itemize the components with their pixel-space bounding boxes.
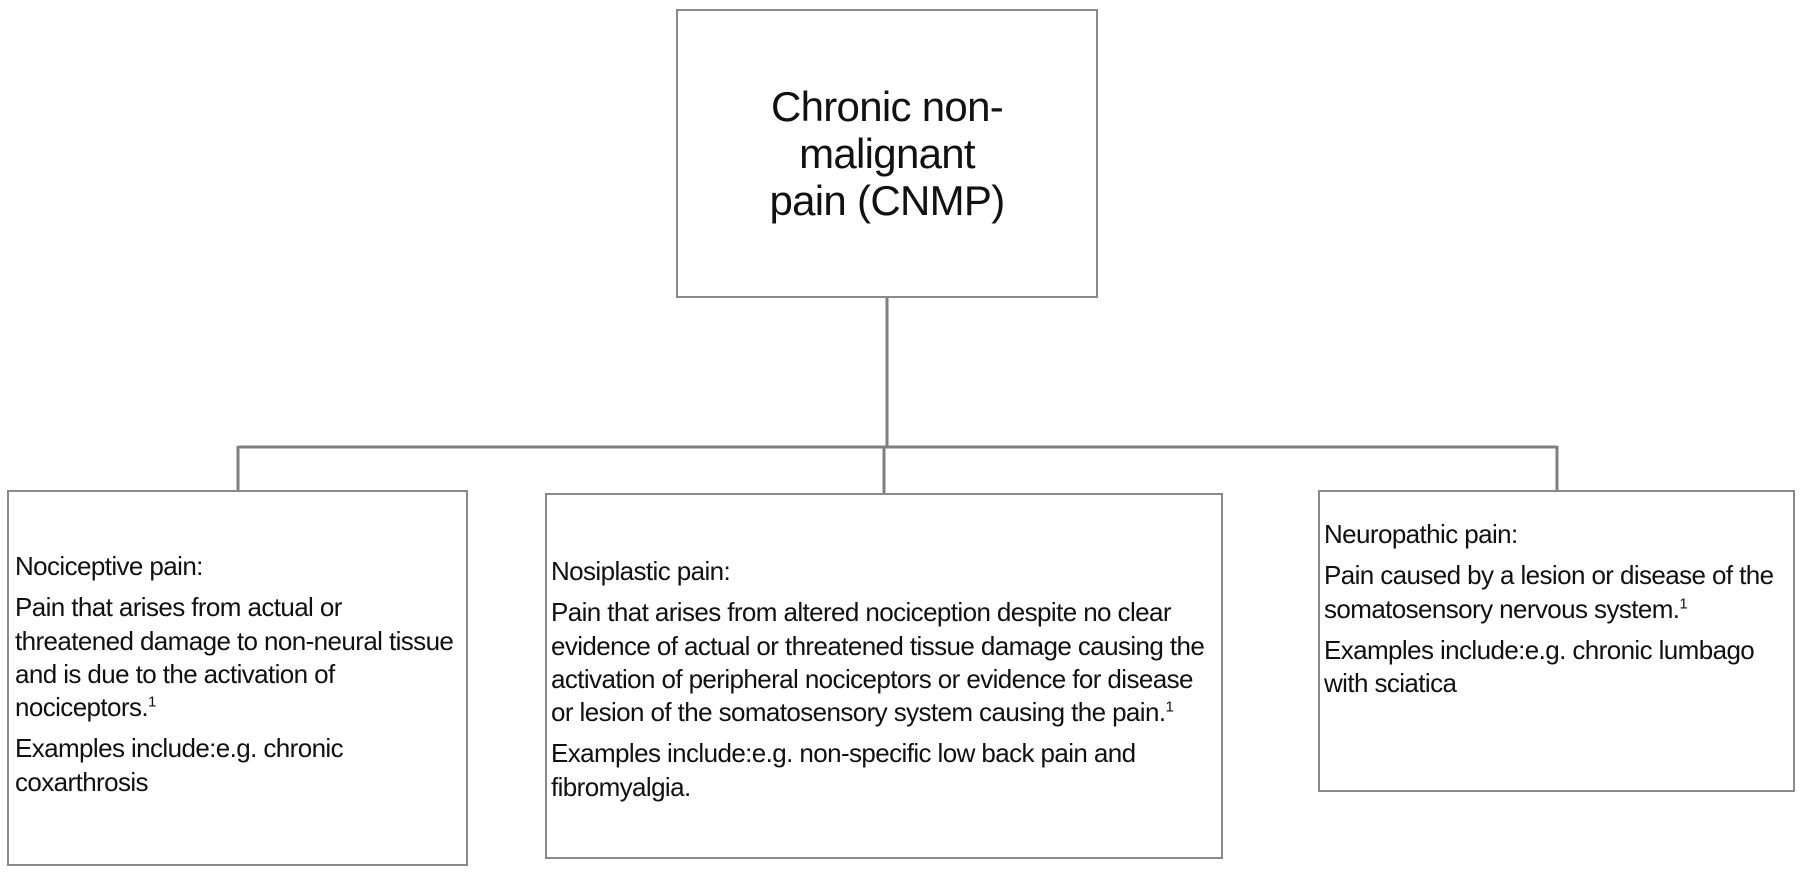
nociceptive-pain-box: Nociceptive pain: Pain that arises from … [7, 490, 468, 866]
nociceptive-definition-text: Pain that arises from actual or threaten… [15, 592, 454, 723]
nosiplastic-definition-text: Pain that arises from altered nociceptio… [551, 597, 1205, 728]
nosiplastic-examples: Examples include:e.g. non-specific low b… [551, 738, 1136, 802]
root-title-line-2: pain (CNMP) [769, 177, 1005, 225]
neuropathic-footnote-marker: 1 [1679, 594, 1688, 612]
nociceptive-footnote-marker: 1 [147, 693, 156, 711]
neuropathic-heading: Neuropathic pain: [1324, 519, 1518, 549]
root-node-title: Chronic non-malignant pain (CNMP) [678, 83, 1096, 224]
nociceptive-examples: Examples include:e.g. chronic coxarthros… [15, 733, 344, 797]
neuropathic-definition: Pain caused by a lesion or disease of th… [1324, 559, 1789, 626]
root-node-box: Chronic non-malignant pain (CNMP) [676, 9, 1098, 298]
nosiplastic-pain-box: Nosiplastic pain: Pain that arises from … [545, 493, 1223, 859]
nociceptive-heading: Nociceptive pain: [15, 551, 203, 581]
neuropathic-examples: Examples include:e.g. chronic lumbago wi… [1324, 634, 1755, 699]
nosiplastic-heading: Nosiplastic pain: [551, 556, 731, 586]
neuropathic-definition-text: Pain caused by a lesion or disease of th… [1324, 560, 1774, 624]
neuropathic-pain-box: Neuropathic pain: Pain caused by a lesio… [1318, 490, 1795, 792]
nosiplastic-footnote-marker: 1 [1165, 698, 1174, 716]
nociceptive-definition: Pain that arises from actual or threaten… [15, 591, 460, 724]
nosiplastic-definition: Pain that arises from altered nociceptio… [551, 596, 1217, 729]
root-title-line-1: Chronic non-malignant [770, 82, 1004, 177]
